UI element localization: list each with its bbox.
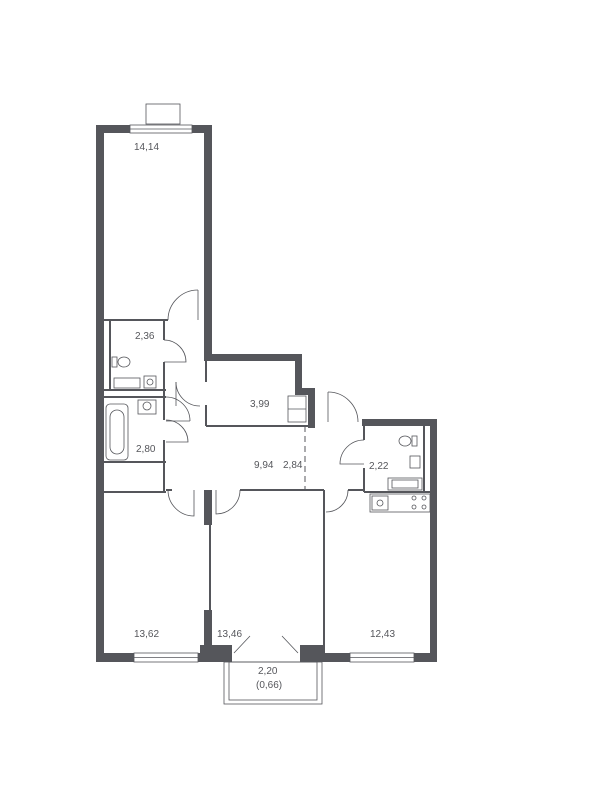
balcony bbox=[223, 661, 323, 705]
area-label-living: 13,46 bbox=[217, 629, 242, 640]
area-label-bathroom-right: 2,22 bbox=[369, 461, 389, 472]
area-label-storage: 3,99 bbox=[250, 399, 270, 410]
doors bbox=[163, 289, 365, 654]
area-label-corridor: 2,84 bbox=[283, 460, 303, 471]
area-label-balcony-note: (0,66) bbox=[256, 680, 282, 691]
area-label-balcony: 2,20 bbox=[258, 666, 278, 677]
area-label-bedroom-left: 13,62 bbox=[134, 629, 159, 640]
fixtures bbox=[105, 356, 431, 513]
area-label-bathroom: 2,80 bbox=[136, 444, 156, 455]
area-label-wc: 2,36 bbox=[135, 331, 155, 342]
area-label-kitchen: 12,43 bbox=[370, 629, 395, 640]
interior-walls bbox=[104, 319, 430, 655]
windows bbox=[129, 103, 415, 663]
area-label-bedroom-top: 14,14 bbox=[134, 142, 159, 153]
area-label-hall: 9,94 bbox=[254, 460, 274, 471]
outer-walls bbox=[96, 125, 437, 662]
area-labels: 14,14 2,36 3,99 2,80 9,94 2,84 2,22 13,6… bbox=[134, 142, 395, 691]
